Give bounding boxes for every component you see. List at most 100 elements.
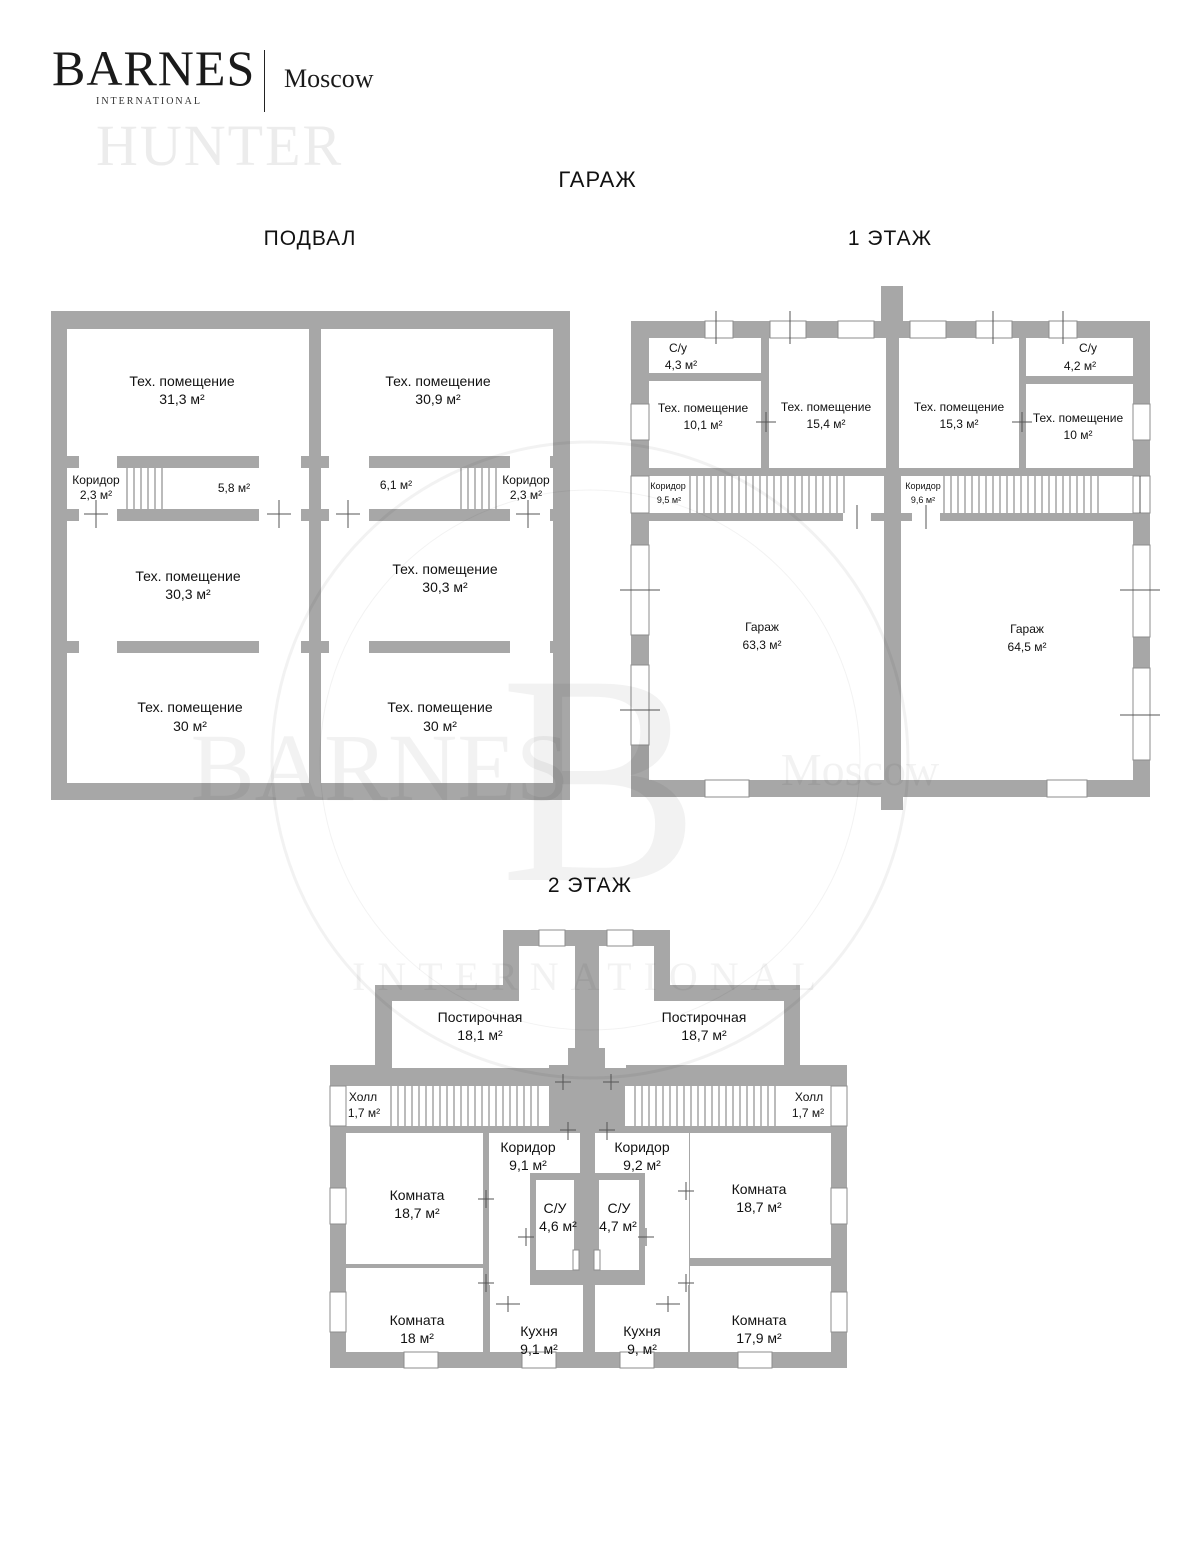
logo-subtitle: INTERNATIONAL xyxy=(96,96,202,107)
first-tech-2-area: 15,4 м² xyxy=(807,417,846,431)
second-room-2-name: Комната xyxy=(732,1181,787,1197)
logo-brand: BARNES xyxy=(52,40,256,96)
basement-door-marks xyxy=(79,456,550,653)
second-kitchen-2-area: 9, м² xyxy=(627,1341,657,1357)
first-floor-plan: С/у 4,3 м² С/у 4,2 м² Тех. помещение 10,… xyxy=(620,286,1160,810)
basement-room-3 xyxy=(67,521,309,641)
second-laundry-2-area: 18,7 м² xyxy=(681,1027,727,1043)
watermark-subtitle: INTERNATIONAL xyxy=(352,954,828,999)
brand-logo: HUNTER BARNES INTERNATIONAL Moscow xyxy=(52,42,392,182)
second-corridor-1-name: Коридор xyxy=(500,1139,556,1155)
basement-corridor-1-name: Коридор xyxy=(72,473,120,487)
first-tech-4-area: 10 м² xyxy=(1064,428,1093,442)
first-tech-2-name: Тех. помещение xyxy=(781,400,872,414)
second-hall-1-area: 1,7 м² xyxy=(348,1106,380,1120)
first-tech-4 xyxy=(1026,384,1133,468)
basement-room-2-area: 30,9 м² xyxy=(415,391,461,407)
first-wc-2-name: С/у xyxy=(1079,341,1097,355)
first-garage-1-name: Гараж xyxy=(745,620,779,634)
basement-room-1-area: 31,3 м² xyxy=(159,391,205,407)
basement-room-2 xyxy=(321,329,553,456)
logo-divider xyxy=(264,50,265,112)
basement-room-6-name: Тех. помещение xyxy=(387,699,493,715)
first-garage-2-area: 64,5 м² xyxy=(1008,640,1047,654)
second-kitchen-2 xyxy=(595,1285,688,1352)
basement-plan: Тех. помещение 31,3 м² Тех. помещение 30… xyxy=(51,311,570,800)
second-stair-2 xyxy=(625,1086,787,1126)
second-corridor-2 xyxy=(595,1133,689,1285)
watermark-brand: BARNES xyxy=(191,714,570,821)
first-tech-4-name: Тех. помещение xyxy=(1033,411,1124,425)
basement-room-2-name: Тех. помещение xyxy=(385,373,491,389)
second-kitchen-1 xyxy=(490,1285,583,1352)
basement-corridor-left xyxy=(67,468,309,509)
second-stair-1 xyxy=(381,1086,549,1126)
basement-room-5-area: 30 м² xyxy=(173,718,207,734)
first-garage-2-name: Гараж xyxy=(1010,622,1044,636)
second-wc-2-name: С/У xyxy=(608,1200,631,1216)
brand-watermark: B BARNES Moscow INTERNATIONAL xyxy=(191,440,940,1080)
basement-corridor-right xyxy=(321,468,553,509)
second-hall-1-name: Холл xyxy=(349,1090,377,1104)
first-tech-1 xyxy=(649,381,761,468)
first-wc-1-name: С/у xyxy=(669,341,687,355)
second-laundry-1-name: Постирочная xyxy=(438,1009,523,1025)
basement-corridor-2-area: 2,3 м² xyxy=(510,488,542,502)
watermark-city: Moscow xyxy=(781,744,940,795)
second-wc-1-name: С/У xyxy=(544,1200,567,1216)
first-wc-1 xyxy=(649,338,761,373)
second-floor-windows xyxy=(329,929,848,1369)
second-laundry-1-area: 18,1 м² xyxy=(457,1027,503,1043)
second-wc-2-area: 4,7 м² xyxy=(599,1218,637,1234)
second-room-1-area: 18,7 м² xyxy=(394,1205,440,1221)
watermark-inner-ring xyxy=(319,489,861,1031)
second-floor-plan: Постирочная 18,1 м² Постирочная 18,7 м² … xyxy=(329,929,848,1369)
basement-room-5 xyxy=(67,653,309,783)
second-room-1-name: Комната xyxy=(390,1187,445,1203)
first-garage-1 xyxy=(649,521,884,780)
second-room-3-name: Комната xyxy=(390,1312,445,1328)
second-room-3 xyxy=(346,1268,483,1352)
basement-room-6-area: 30 м² xyxy=(423,718,457,734)
second-floor-doors xyxy=(478,1074,694,1312)
basement-corridor-2-name: Коридор xyxy=(502,473,550,487)
basement-room-6 xyxy=(321,653,553,783)
first-corridor-1-area: 9,5 м² xyxy=(657,495,681,505)
first-tech-2 xyxy=(769,338,886,468)
second-laundry-2 xyxy=(599,946,784,1068)
second-wc-1-area: 4,6 м² xyxy=(539,1218,577,1234)
basement-stair-1-area: 5,8 м² xyxy=(218,481,250,495)
first-wc-1-area: 4,3 м² xyxy=(665,358,697,372)
second-wc-2 xyxy=(599,1180,639,1270)
basement-stair-2-area: 6,1 м² xyxy=(380,478,412,492)
first-wc-2 xyxy=(1026,338,1133,376)
second-kitchen-1-name: Кухня xyxy=(520,1323,557,1339)
second-corridor-1 xyxy=(489,1133,580,1285)
second-room-4-area: 17,9 м² xyxy=(736,1330,782,1346)
second-floor-stairs xyxy=(390,1086,776,1126)
basement-title: ПОДВАЛ xyxy=(263,227,357,250)
logo-city: Moscow xyxy=(284,64,374,93)
first-tech-1-name: Тех. помещение xyxy=(658,401,749,415)
first-tech-3-name: Тех. помещение xyxy=(914,400,1005,414)
second-laundry-1 xyxy=(392,946,575,1068)
second-hall-2 xyxy=(787,1086,831,1126)
first-garage-1-area: 63,3 м² xyxy=(743,638,782,652)
second-corridor-1-area: 9,1 м² xyxy=(509,1157,547,1173)
first-garage-2 xyxy=(901,521,1133,780)
first-tech-3 xyxy=(899,338,1019,468)
first-corridor-1-name: Коридор xyxy=(650,481,686,491)
page-title: ГАРАЖ xyxy=(558,167,637,192)
first-floor-stairs xyxy=(689,476,1099,513)
basement-room-5-name: Тех. помещение xyxy=(137,699,243,715)
first-floor-doors xyxy=(620,311,1160,716)
second-hall-2-area: 1,7 м² xyxy=(792,1106,824,1120)
second-floor-title: 2 ЭТАЖ xyxy=(547,874,633,897)
second-laundry-2-name: Постирочная xyxy=(662,1009,747,1025)
basement-room-1-name: Тех. помещение xyxy=(129,373,235,389)
first-wc-2-area: 4,2 м² xyxy=(1064,359,1096,373)
first-tech-1-area: 10,1 м² xyxy=(684,418,723,432)
second-room-3-area: 18 м² xyxy=(400,1330,434,1346)
second-corridor-2-name: Коридор xyxy=(614,1139,670,1155)
